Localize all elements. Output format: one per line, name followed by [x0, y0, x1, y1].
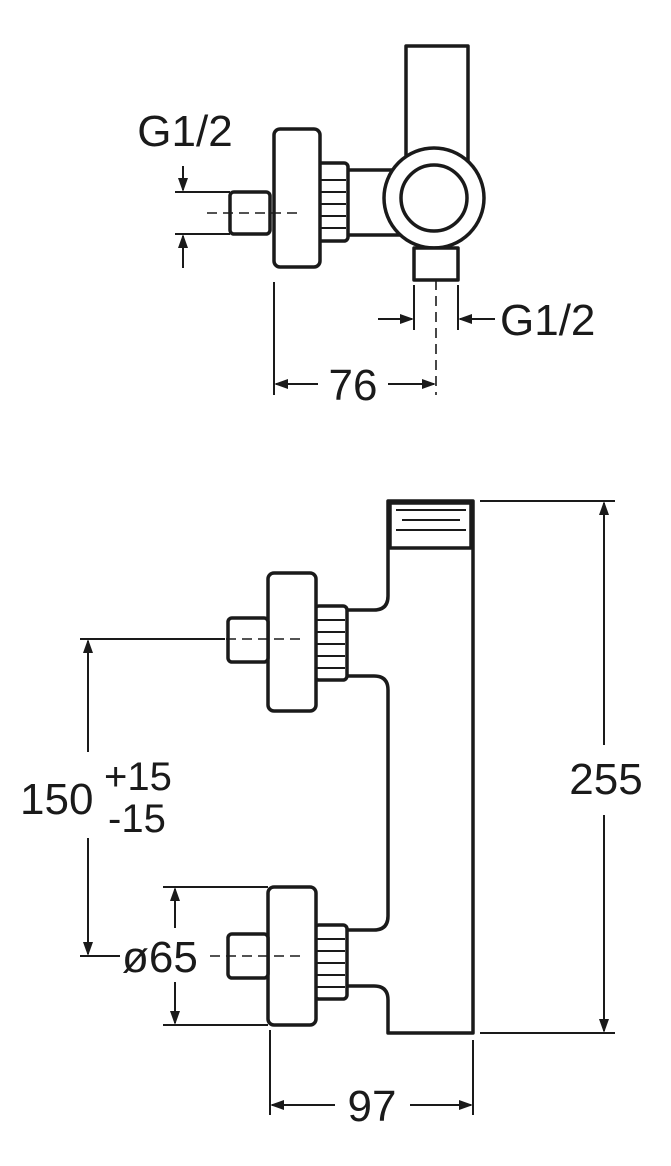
top-view: G1/2 G1/2 76 [137, 44, 595, 410]
thermostat-body [338, 499, 475, 1035]
front-view: 150 +15 -15 ø65 255 97 [20, 499, 643, 1131]
dim-97-label: 97 [348, 1082, 397, 1131]
dim-76-label: 76 [329, 361, 378, 410]
bottom-outlet [412, 246, 460, 282]
thread-right-label: G1/2 [500, 296, 595, 345]
valve-body-inner [399, 163, 469, 233]
dim-255-label: 255 [569, 755, 642, 804]
wall-flange [272, 127, 322, 269]
thread-left-label: G1/2 [137, 107, 232, 156]
upper-flange [266, 571, 318, 713]
dim-150-tol-minus: -15 [108, 797, 166, 841]
dim-65-label: ø65 [122, 933, 198, 982]
dim-150-tol-plus: +15 [104, 755, 172, 799]
upper-inlet [226, 616, 270, 664]
dim-150-label: 150 [20, 775, 93, 824]
